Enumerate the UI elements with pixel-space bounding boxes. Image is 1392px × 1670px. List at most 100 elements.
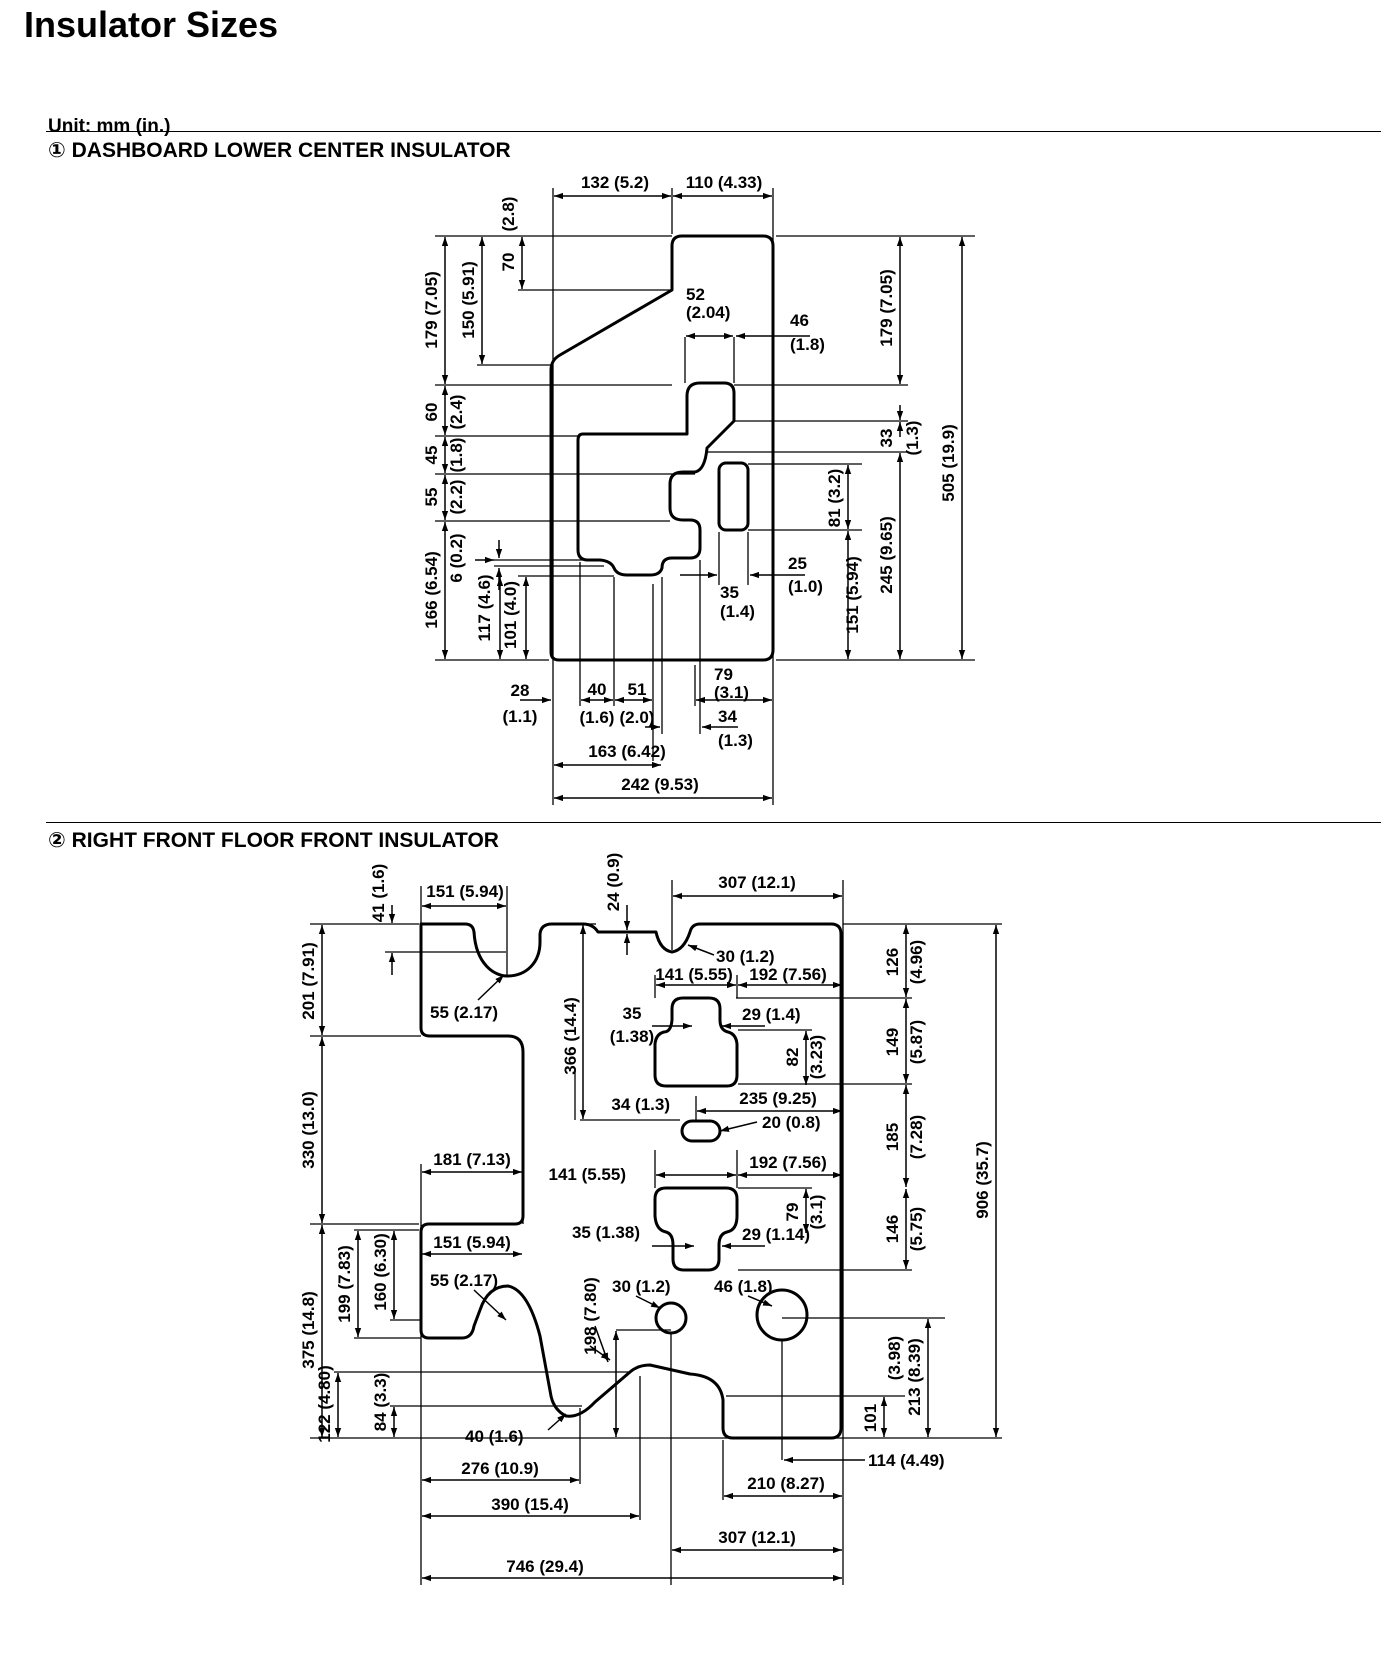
dim-label: (2.0) [620, 708, 655, 727]
dim-label: 52 [686, 285, 705, 304]
dim-label: 166 (6.54) [422, 551, 441, 629]
dim-label: (3.1) [807, 1195, 826, 1230]
dim-label: 746 (29.4) [506, 1557, 584, 1576]
dim-label: 122 (4.80) [315, 1365, 334, 1443]
dashboard-slot [717, 461, 750, 532]
dim-label: (1.6) [580, 708, 615, 727]
dim-label: 34 (1.3) [611, 1095, 670, 1114]
dim-label: 55 [422, 488, 441, 507]
dim-label: 906 (35.7) [973, 1141, 992, 1219]
dim-label: 213 (8.39) [905, 1338, 924, 1416]
section-title-floor: ② RIGHT FRONT FLOOR FRONT INSULATOR [48, 829, 499, 852]
dim-label: 81 (3.2) [825, 469, 844, 528]
dim-label: (5.87) [907, 1020, 926, 1064]
dim-label: 151 (5.94) [843, 556, 862, 634]
dim-label: 390 (15.4) [491, 1495, 569, 1514]
dim-label: 141 (5.55) [549, 1165, 627, 1184]
dim-label: (1.0) [788, 577, 823, 596]
dim-label: 30 (1.2) [612, 1277, 671, 1296]
dim-label: 20 (0.8) [762, 1113, 821, 1132]
dim-label: 35 [720, 583, 739, 602]
dim-label: 24 (0.9) [604, 853, 623, 912]
dim-label: 28 [511, 681, 530, 700]
dim-label: 46 (1.8) [714, 1277, 773, 1296]
dim-label: 141 (5.55) [655, 965, 733, 984]
dim-label: 151 (5.94) [433, 1233, 511, 1252]
dim-label: 60 [422, 403, 441, 422]
dim-label: 40 (1.6) [465, 1427, 524, 1446]
dim-label: 33 [877, 429, 896, 448]
floor-small-slot [680, 1119, 722, 1143]
dim-label: (1.4) [720, 602, 755, 621]
dim-label: 25 [788, 554, 807, 573]
dim-label: (3.98) [885, 1336, 904, 1380]
dim-label: 330 (13.0) [299, 1091, 318, 1169]
dim-label: 276 (10.9) [461, 1459, 539, 1478]
dim-label: 163 (6.42) [588, 742, 666, 761]
dim-label: 6 (0.2) [447, 533, 466, 582]
dim-label: (2.4) [447, 395, 466, 430]
dim-label: 150 (5.91) [459, 261, 478, 339]
dim-label: 114 (4.49) [868, 1451, 945, 1470]
dim-label: 30 (1.2) [716, 947, 775, 966]
dim-label: (1.3) [903, 421, 922, 456]
floor-insulator-outline [419, 922, 843, 1440]
dim-label: 34 [718, 707, 737, 726]
divider-top [46, 131, 1381, 132]
dim-label: 132 (5.2) [581, 173, 649, 192]
dim-label: 185 [883, 1123, 902, 1151]
dim-label: 242 (9.53) [621, 775, 699, 794]
floor-lower-cutout [653, 1186, 739, 1272]
dim-label: (1.3) [718, 731, 753, 750]
dim-label: 84 (3.3) [371, 1373, 390, 1432]
dim-label: 55 (2.17) [430, 1271, 498, 1290]
dim-label: 366 (14.4) [561, 997, 580, 1075]
dim-label: 199 (7.83) [335, 1245, 354, 1323]
dim-label: 505 (19.9) [939, 424, 958, 502]
dashboard-inner-cutout [576, 381, 736, 577]
dim-label: 40 [588, 680, 607, 699]
dim-label: 79 [714, 665, 733, 684]
dim-label: 51 [628, 680, 647, 699]
dim-label: (2.8) [499, 197, 518, 232]
dim-label: 35 (1.38) [572, 1223, 640, 1242]
dim-label: 35 [623, 1004, 642, 1023]
dim-label: 192 (7.56) [749, 1153, 827, 1172]
divider-middle [46, 822, 1381, 823]
dim-label: 82 [783, 1048, 802, 1067]
dim-label: 151 (5.94) [426, 882, 504, 901]
dim-label: 245 (9.65) [877, 516, 896, 594]
dim-label: (3.1) [714, 683, 749, 702]
section-title-dashboard: ① DASHBOARD LOWER CENTER INSULATOR [48, 139, 511, 162]
dim-label: (5.75) [907, 1207, 926, 1251]
dim-label: 46 [790, 311, 809, 330]
floor-insulator-diagram: 41 (1.6) 151 (5.94) 24 (0.9) 307 (12.1) … [299, 853, 1002, 1585]
floor-upper-cutout [653, 996, 739, 1088]
dim-label: 45 [422, 446, 441, 465]
dim-label: 101 [861, 1404, 880, 1432]
dim-label: 201 (7.91) [299, 942, 318, 1020]
dim-label: 101 (4.0) [501, 581, 520, 649]
dim-label: 146 [883, 1215, 902, 1243]
dim-label: (2.2) [447, 480, 466, 515]
dim-label: 181 (7.13) [433, 1150, 511, 1169]
dim-label: 70 [499, 253, 518, 272]
dim-label: 375 (14.8) [299, 1291, 318, 1369]
dim-label: 307 (12.1) [718, 1528, 796, 1547]
dim-label: 79 [783, 1203, 802, 1222]
dim-label: 55 (2.17) [430, 1003, 498, 1022]
dim-label: 235 (9.25) [739, 1089, 817, 1108]
dim-label: 117 (4.6) [475, 574, 494, 641]
dim-label: 160 (6.30) [371, 1233, 390, 1311]
dim-label: 110 (4.33) [686, 173, 763, 192]
floor-small-hole [654, 1301, 688, 1335]
dim-label: (1.1) [503, 707, 538, 726]
dim-label: 29 (1.4) [742, 1005, 801, 1024]
dim-label: (7.28) [907, 1115, 926, 1159]
dim-label: 29 (1.14) [742, 1225, 810, 1244]
dim-label: 179 (7.05) [877, 269, 896, 347]
dim-label: (4.96) [907, 940, 926, 984]
floor-large-hole [755, 1288, 809, 1342]
dim-label: 149 [883, 1028, 902, 1056]
